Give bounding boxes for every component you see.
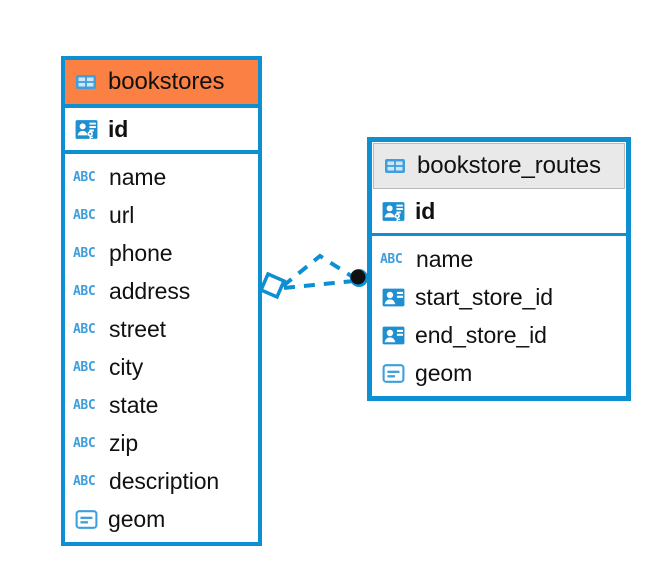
abc-text-icon: ABC — [73, 169, 96, 185]
field-row[interactable]: ABC state — [65, 386, 258, 424]
field-name: start_store_id — [415, 283, 553, 310]
field-name: city — [109, 353, 144, 380]
table-header-bookstores[interactable]: bookstores — [65, 60, 258, 108]
field-row[interactable]: ABC url — [65, 196, 258, 234]
field-name: zip — [109, 429, 139, 456]
field-name: phone — [109, 239, 173, 266]
table-title: bookstore_routes — [417, 152, 601, 179]
field-row[interactable]: ABC name — [65, 158, 258, 196]
abc-text-icon: ABC — [73, 207, 96, 223]
abc-text-icon: ABC — [73, 359, 96, 375]
field-name: name — [416, 245, 474, 272]
field-name: id — [108, 115, 129, 142]
geometry-icon — [380, 360, 406, 386]
circle-marker-outer-icon — [350, 269, 368, 287]
field-name: street — [109, 315, 166, 342]
field-row[interactable]: ABC address — [65, 272, 258, 310]
table-header-bookstore-routes[interactable]: bookstore_routes — [373, 143, 625, 189]
field-name: id — [415, 198, 436, 224]
table-title: bookstores — [108, 68, 225, 95]
field-name: end_store_id — [415, 321, 547, 348]
field-row[interactable]: end_store_id — [372, 316, 626, 354]
abc-text-icon: ABC — [73, 245, 96, 261]
field-row-id[interactable]: id — [65, 108, 258, 154]
abc-text-icon: ABC — [73, 321, 96, 337]
field-row-id[interactable]: id — [372, 190, 626, 236]
field-name: name — [109, 163, 167, 190]
abc-text-icon: ABC — [380, 251, 403, 267]
field-row[interactable]: ABC zip — [65, 424, 258, 462]
circle-marker-icon — [350, 269, 366, 285]
abc-text-icon: ABC — [73, 283, 96, 299]
field-row[interactable]: ABC phone — [65, 234, 258, 272]
table-icon — [73, 69, 99, 95]
relationship-line-lower — [283, 279, 355, 290]
field-row[interactable]: start_store_id — [372, 278, 626, 316]
field-name: description — [109, 467, 220, 494]
foreign-key-icon — [380, 322, 406, 348]
geometry-icon — [73, 506, 99, 532]
field-row[interactable]: ABC city — [65, 348, 258, 386]
relationship-line-upper — [281, 253, 358, 288]
field-row[interactable]: geom — [372, 354, 626, 392]
abc-text-icon: ABC — [73, 435, 96, 451]
field-name: geom — [108, 505, 166, 532]
abc-text-icon: ABC — [73, 473, 96, 489]
field-name: address — [109, 277, 191, 304]
primary-key-icon — [73, 116, 99, 142]
foreign-key-icon — [380, 284, 406, 310]
field-row[interactable]: ABC description — [65, 462, 258, 500]
field-row[interactable]: geom — [65, 500, 258, 538]
abc-text-icon: ABC — [73, 397, 96, 413]
table-icon — [382, 153, 408, 179]
field-name: url — [109, 201, 135, 228]
field-row[interactable]: ABC name — [372, 240, 626, 278]
field-name: state — [109, 391, 159, 418]
primary-key-icon — [380, 199, 406, 225]
field-name: geom — [415, 359, 473, 386]
diamond-marker-icon — [258, 271, 287, 300]
field-row[interactable]: ABC street — [65, 310, 258, 348]
